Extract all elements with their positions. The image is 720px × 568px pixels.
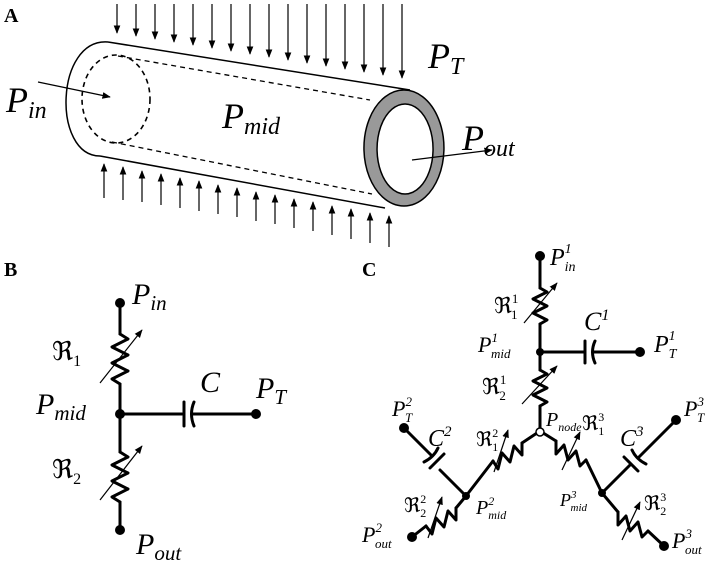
c-cap3-plate-1 (622, 455, 640, 473)
c-resistor-1-1 (531, 286, 549, 326)
panel-a-p-t: PT (427, 36, 465, 80)
c-wire-2b (464, 459, 495, 498)
b-resistor-1 (110, 332, 130, 386)
c-node-pout2 (407, 532, 417, 542)
c-resistor-3-1 (554, 439, 588, 468)
c-wire-3b (584, 458, 604, 495)
c-resistor-2-1 (491, 441, 524, 471)
c-wire-c3b (637, 418, 678, 459)
panel-a-p-in: Pin (5, 80, 47, 124)
b-node-p-t (251, 409, 261, 419)
c-variable-arrow-1-2 (521, 365, 558, 405)
c-variable-arrow-3-2 (621, 501, 641, 541)
tube-walls (99, 41, 411, 209)
top-pressure-arrows (113, 4, 406, 79)
b-node-p-out (115, 525, 125, 535)
panel-label-a: A (4, 5, 19, 27)
c-cap3-plate-2 (630, 448, 648, 466)
inlet-dashed-ellipse (81, 54, 151, 144)
c-label-c3: C3 (620, 424, 644, 452)
c-variable-arrow-3-1 (561, 431, 581, 471)
c-wire-c2a (438, 468, 468, 498)
c-label-c2: C2 (428, 424, 452, 452)
c-cap2-plate-1 (428, 452, 446, 470)
c-label-c1: C1 (584, 307, 609, 336)
panel-a-p-mid: Pmid (221, 96, 281, 140)
b-node-p-mid (115, 409, 125, 419)
b-label-c: C (200, 366, 221, 399)
bottom-pressure-arrows (100, 163, 393, 247)
c-node-pnode (535, 427, 545, 437)
c-node-pmid2 (462, 492, 470, 500)
c-node-pt1 (635, 347, 645, 357)
c-wire-c3a (600, 463, 632, 495)
b-label-r2: ℜ2 (52, 455, 81, 488)
b-node-p-in (115, 298, 125, 308)
lumen-dashed-lines (111, 55, 373, 195)
panel-a-tube: Pin Pmid PT Pout (5, 4, 516, 247)
c-node-pmid1 (536, 348, 544, 356)
c-variable-arrow-1-1 (523, 282, 558, 324)
tube-left-end (65, 41, 109, 157)
c-resistor-1-2 (531, 368, 549, 408)
b-label-p-t: PT (255, 372, 287, 409)
c-label-pnode: Pnode (545, 409, 582, 434)
panel-b-circuit: Pin ℜ1 Pmid C PT ℜ2 Pout (35, 278, 287, 565)
c-node-pt2 (399, 423, 409, 433)
outflow-arrow (411, 147, 493, 161)
b-label-p-out: Pout (135, 528, 182, 565)
c-node-pin1 (535, 251, 545, 261)
b-variable-arrow-2 (99, 445, 143, 501)
c-resistor-2-2 (424, 506, 458, 536)
panel-label-c: C (362, 259, 376, 281)
panel-label-b: B (4, 259, 17, 281)
c-wire-3c (600, 491, 620, 514)
b-label-p-in: Pin (131, 278, 167, 315)
c-variable-arrow-2-1 (493, 429, 509, 473)
c-resistor-3-2 (616, 510, 650, 539)
b-label-p-mid: Pmid (35, 388, 86, 425)
c-variable-arrow-2-2 (427, 496, 443, 539)
c-wire-c2b (402, 426, 433, 457)
c-node-pmid3 (598, 489, 606, 497)
c-node-pt3 (671, 415, 681, 425)
b-label-r1: ℜ1 (52, 337, 81, 370)
panel-a-p-out: Pout (461, 118, 516, 162)
c-node-pout3 (659, 541, 669, 551)
b-resistor-2 (110, 450, 130, 504)
inflow-arrow (37, 81, 111, 99)
c-cap2-plate-2 (422, 446, 440, 464)
b-variable-arrow-1 (99, 329, 143, 384)
outlet-wall-ring (363, 89, 445, 207)
